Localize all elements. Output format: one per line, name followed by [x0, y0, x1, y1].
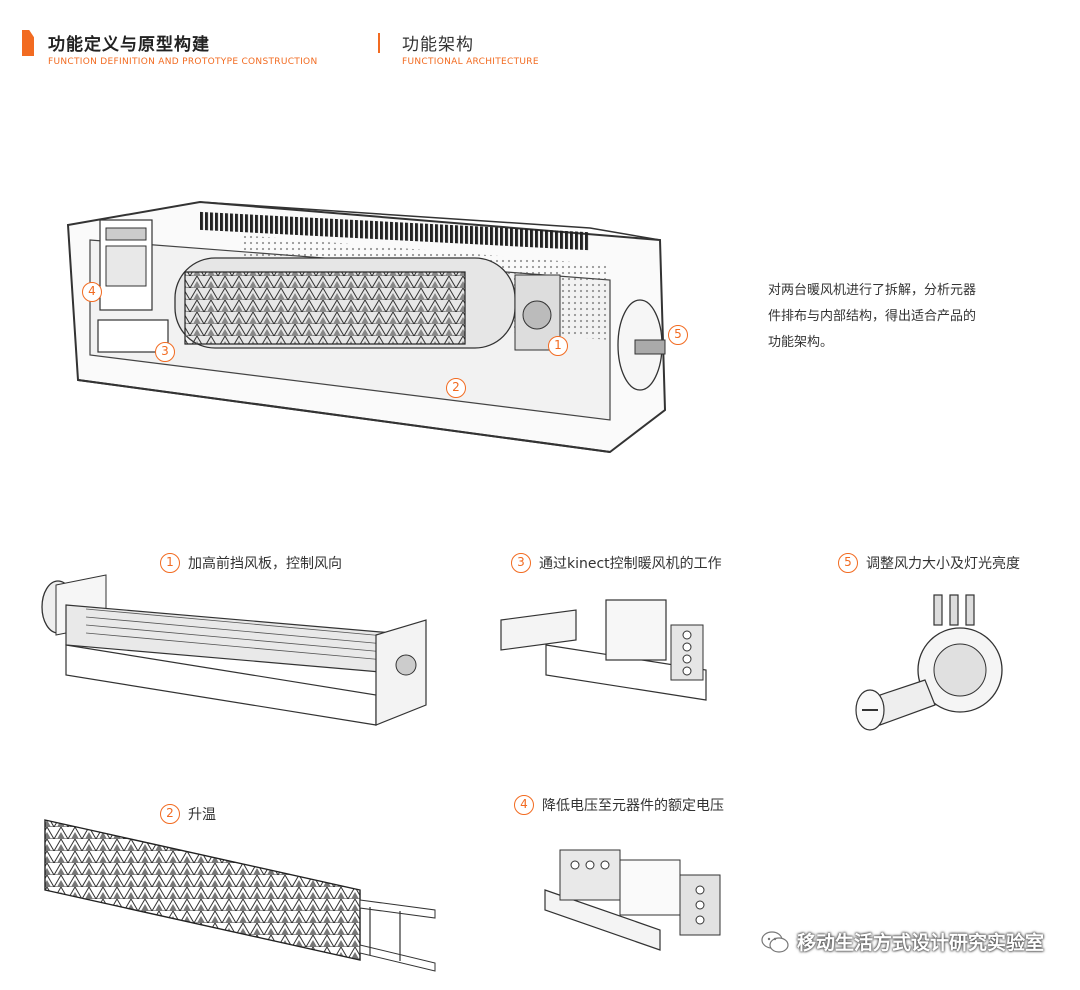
watermark: 移动生活方式设计研究实验室: [761, 928, 1044, 955]
component-number: 3: [511, 553, 531, 573]
callout-5: 5: [668, 325, 688, 345]
potentiometer-illustration: [855, 594, 1003, 731]
component-text: 调整风力大小及灯光亮度: [866, 556, 1020, 572]
transformer-module-illustration: [544, 849, 721, 951]
page-title-english: FUNCTION DEFINITION AND PROTOTYPE CONSTR…: [48, 57, 318, 67]
component-text: 降低电压至元器件的额定电压: [542, 798, 724, 814]
component-text: 加高前挡风板，控制风向: [188, 556, 342, 572]
control-board-illustration: [500, 599, 707, 701]
section-title-english: FUNCTIONAL ARCHITECTURE: [402, 57, 539, 67]
description-text: 对两台暖风机进行了拆解，分析元器 件排布与内部结构，得出适合产品的 功能架构。: [768, 283, 977, 350]
header-divider: [378, 33, 380, 53]
component-label-3: 3 通过kinect控制暖风机的工作: [511, 553, 722, 573]
page-title: 功能定义与原型构建: [48, 35, 210, 55]
crossflow-fan-illustration: [41, 574, 427, 726]
component-text: 升温: [188, 807, 216, 823]
component-number: 4: [514, 795, 534, 815]
wechat-icon: [761, 930, 789, 953]
component-label-5: 5 调整风力大小及灯光亮度: [838, 553, 1020, 573]
section-title: 功能架构: [402, 35, 474, 55]
component-number: 1: [160, 553, 180, 573]
callout-3: 3: [155, 342, 175, 362]
watermark-text: 移动生活方式设计研究实验室: [796, 932, 1044, 954]
callout-2: 2: [446, 378, 466, 398]
component-number: 5: [838, 553, 858, 573]
component-label-2: 2 升温: [160, 804, 216, 824]
component-label-1: 1 加高前挡风板，控制风向: [160, 553, 342, 573]
component-text: 通过kinect控制暖风机的工作: [539, 556, 722, 572]
callout-1: 1: [548, 336, 568, 356]
heater-cutaway-illustration: [66, 200, 667, 454]
component-label-4: 4 降低电压至元器件的额定电压: [514, 795, 724, 815]
component-number: 2: [160, 804, 180, 824]
header-accent-bar: [22, 30, 34, 56]
callout-4: 4: [82, 282, 102, 302]
heating-element-illustration: [44, 819, 436, 972]
